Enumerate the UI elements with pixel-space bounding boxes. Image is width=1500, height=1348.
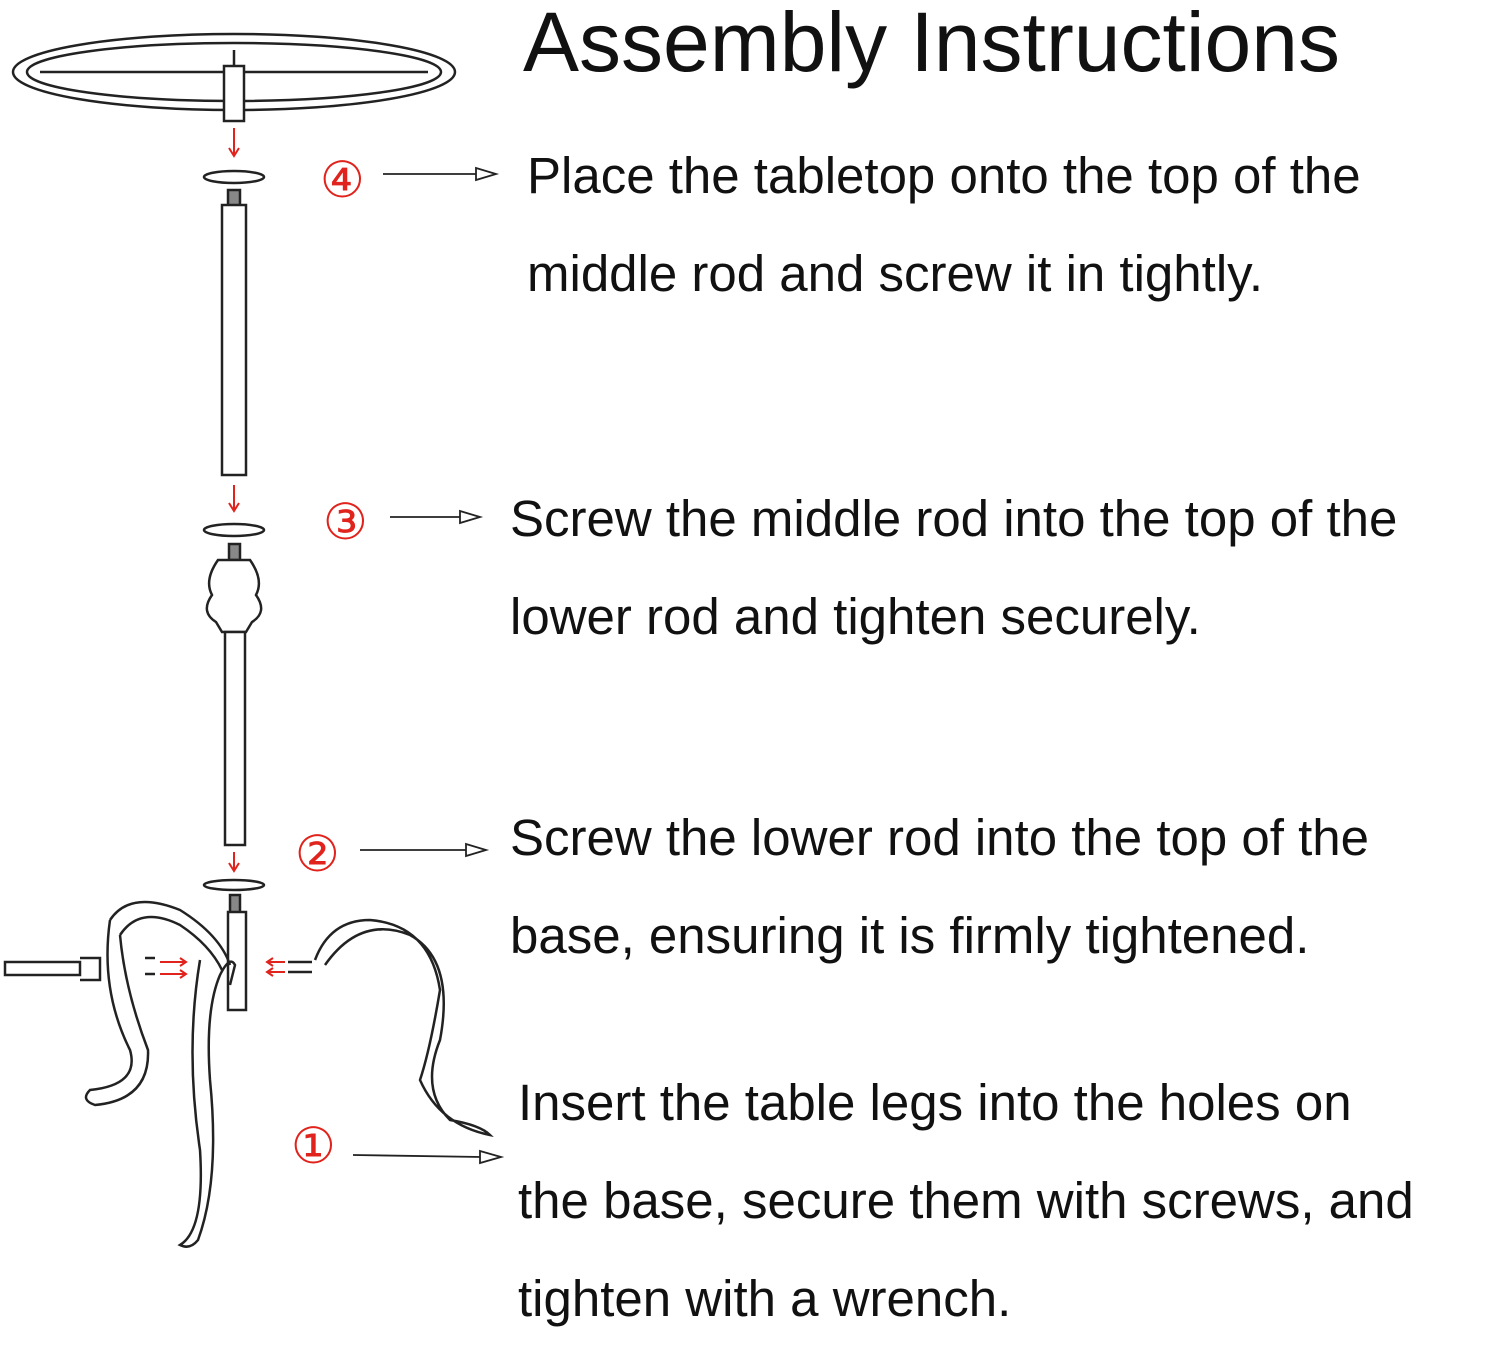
lower-rod	[205, 542, 263, 847]
step-number-4: ④	[320, 152, 365, 208]
step-3-text: Screw the middle rod into the top of the…	[510, 470, 1397, 666]
tabletop-illustration	[11, 32, 457, 123]
step-line: Screw the lower rod into the top of the	[510, 809, 1369, 866]
base-and-legs	[3, 893, 494, 1248]
washers	[202, 169, 266, 892]
step-line: the base, secure them with screws, and	[518, 1172, 1414, 1229]
step-number-3: ③	[323, 494, 368, 550]
red-side-arrows	[160, 957, 285, 979]
step-line: Screw the middle rod into the top of the	[510, 490, 1398, 547]
middle-rod	[220, 188, 248, 477]
red-down-arrows	[228, 128, 240, 873]
step-line: middle rod and screw it in tightly.	[527, 245, 1264, 302]
step-number-1: ①	[291, 1118, 336, 1174]
step-line: base, ensuring it is firmly tightened.	[510, 907, 1310, 964]
step-2-text: Screw the lower rod into the top of the …	[510, 789, 1369, 985]
step-1-text: Insert the table legs into the holes on …	[518, 1054, 1414, 1348]
step-line: lower rod and tighten securely.	[510, 588, 1201, 645]
page-title: Assembly Instructions	[523, 0, 1340, 89]
step-line: Place the tabletop onto the top of the	[527, 147, 1361, 204]
step-4-text: Place the tabletop onto the top of the m…	[527, 127, 1361, 323]
step-number-2: ②	[295, 826, 340, 882]
pointer-arrows	[352, 166, 505, 1165]
step-line: tighten with a wrench.	[518, 1270, 1012, 1327]
step-line: Insert the table legs into the holes on	[518, 1074, 1352, 1131]
